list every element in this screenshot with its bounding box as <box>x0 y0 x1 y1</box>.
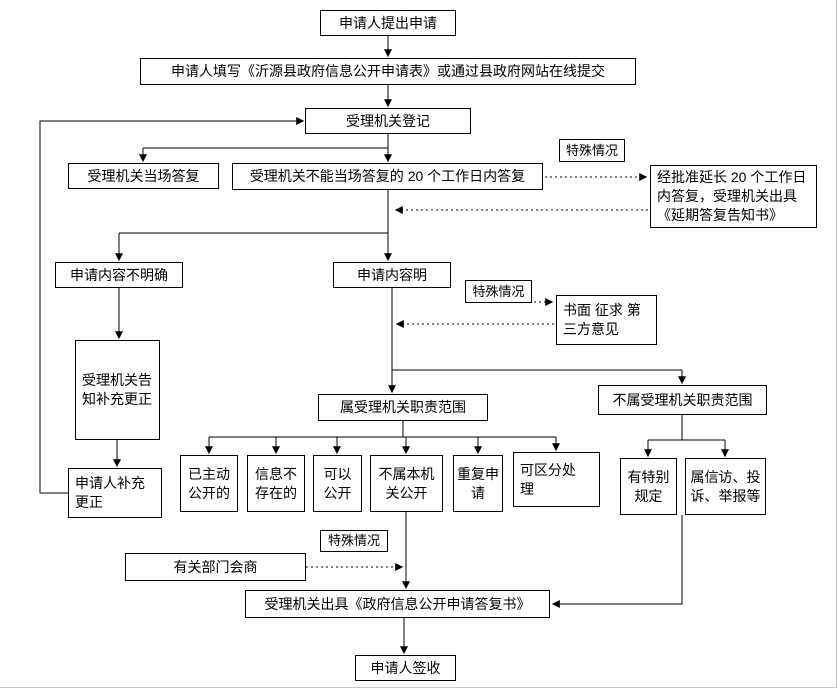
node-dept-consultation: 有关部门会商 <box>125 553 306 581</box>
node-onspot-reply: 受理机关当场答复 <box>68 163 219 189</box>
node-special-case-2: 特殊情况 <box>465 280 532 303</box>
node-notify-supplement: 受理机关告知补充更正 <box>75 340 160 440</box>
node-reply-document: 受理机关出具《政府信息公开申请答复书》 <box>245 590 550 618</box>
node-other-agency: 不属本机关公开 <box>370 455 443 512</box>
node-info-not-exist: 信息不存在的 <box>247 455 305 512</box>
node-repeated-request: 重复申请 <box>453 455 503 512</box>
node-sign-receipt: 申请人签收 <box>355 655 456 681</box>
node-special-case-1: 特殊情况 <box>559 139 625 162</box>
node-third-party-opinion: 书面 征求 第三方意见 <box>556 295 657 345</box>
node-applicant-supplement: 申请人补充更正 <box>68 468 162 518</box>
node-special-provisions: 有特别规定 <box>620 458 677 515</box>
node-special-case-3: 特殊情况 <box>320 530 388 552</box>
node-out-of-scope: 不属受理机关职责范围 <box>598 385 767 415</box>
node-already-published: 已主动公开的 <box>180 455 238 512</box>
node-submit-application: 申请人提出申请 <box>320 10 456 36</box>
node-in-scope: 属受理机关职责范围 <box>318 394 488 421</box>
node-authority-register: 受理机关登记 <box>305 108 471 134</box>
node-petition-complaint: 属信访、投诉、举报等 <box>685 458 766 515</box>
node-reply-within-20-days: 受理机关不能当场答复的 20 个工作日内答复 <box>232 163 543 190</box>
node-content-unclear: 申请内容不明确 <box>55 262 183 288</box>
node-fill-application-form: 申请人填写《沂源县政府信息公开申请表》或通过县政府网站在线提交 <box>140 58 636 85</box>
node-separable-handling: 可区分处理 <box>513 452 600 507</box>
node-extension-notice: 经批准延长 20 个工作日内答复，受理机关出具《延期答复告知书》 <box>650 165 817 228</box>
node-can-publish: 可以公开 <box>313 455 362 512</box>
node-content-clear: 申请内容明 <box>333 262 451 288</box>
